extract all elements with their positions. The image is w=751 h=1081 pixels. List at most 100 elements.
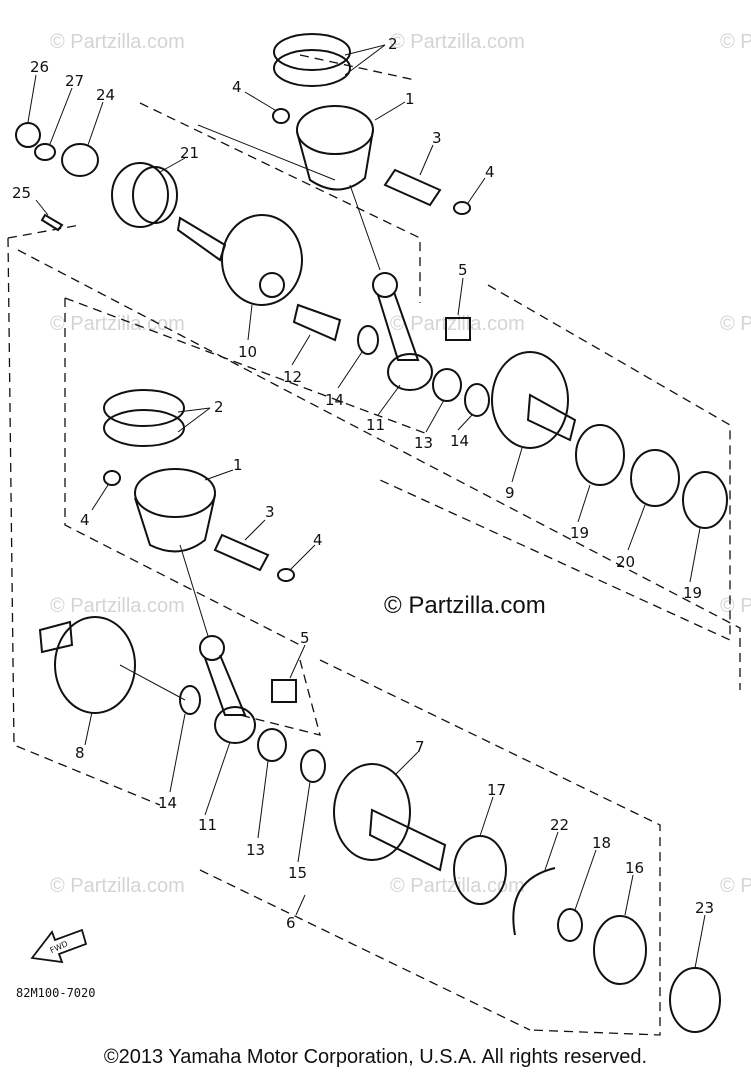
crank-web [221, 214, 303, 306]
labyrinth-seal [630, 449, 680, 507]
bearing [593, 915, 647, 985]
bearing [575, 424, 625, 486]
piston-ring [103, 389, 185, 427]
piston [134, 468, 216, 518]
bearing [682, 471, 728, 529]
thrust-washer [300, 749, 326, 783]
callout: 11 [366, 416, 385, 434]
callout: 5 [458, 261, 468, 279]
thrust-washer [357, 325, 379, 355]
callout: 1 [233, 456, 243, 474]
callout: 18 [592, 834, 611, 852]
needle-bearing [271, 679, 297, 703]
connecting-rod [377, 291, 420, 361]
watermark: © Partzilla.com [720, 313, 751, 335]
callout: 4 [313, 531, 323, 549]
callout: 14 [450, 432, 469, 450]
upper-assembly [15, 33, 728, 529]
piston-ring [273, 33, 351, 71]
callout: 14 [158, 794, 177, 812]
callout: 20 [616, 553, 635, 571]
woodruff-key [40, 213, 64, 232]
callout: 25 [12, 184, 31, 202]
circlip [512, 867, 556, 936]
callout: 3 [265, 503, 275, 521]
callout: 15 [288, 864, 307, 882]
watermark: © Partzilla.com [390, 31, 525, 53]
callout: 7 [415, 738, 425, 756]
callout: 16 [625, 859, 644, 877]
crank-web [333, 763, 411, 861]
callout: 6 [286, 914, 296, 932]
watermark-grid: © Partzilla.com © Partzilla.com © Partzi… [50, 31, 751, 897]
fwd-arrow-icon: FWD [30, 928, 88, 964]
thrust-washer [464, 383, 490, 417]
callout: 4 [485, 163, 495, 181]
diagram-code: 82M100-7020 [16, 986, 96, 1000]
circlip [103, 470, 121, 486]
connecting-rod [204, 654, 247, 716]
oil-seal [669, 967, 721, 1033]
piston-pin [383, 168, 442, 207]
thrust-washer [179, 685, 201, 715]
piston-pin [213, 533, 270, 572]
callout: 26 [30, 58, 49, 76]
callout: 5 [300, 629, 310, 647]
copyright-footer: ©2013 Yamaha Motor Corporation, U.S.A. A… [103, 1046, 648, 1068]
oil-seal [61, 143, 99, 177]
callout: 19 [570, 524, 589, 542]
watermark: © Partzilla.com [50, 313, 185, 335]
watermark: © Partzilla.com [720, 31, 751, 53]
callout: 21 [180, 144, 199, 162]
piston-ring [273, 49, 351, 87]
callout: 1 [405, 90, 415, 108]
watermark: © Partzilla.com [390, 313, 525, 335]
callout: 4 [80, 511, 90, 529]
callout: 3 [432, 129, 442, 147]
callout: 12 [283, 368, 302, 386]
circlip [277, 568, 295, 582]
watermark: © Partzilla.com [720, 595, 751, 617]
callout-labels: 26 27 24 21 2 4 1 3 4 25 10 12 5 14 11 1… [12, 35, 714, 932]
lower-assembly [38, 389, 721, 1033]
crank-web [54, 616, 136, 714]
piston-ring [103, 409, 185, 447]
small-end [372, 272, 398, 298]
callout: 27 [65, 72, 84, 90]
callout: 11 [198, 816, 217, 834]
piston [296, 105, 374, 155]
small-end [199, 635, 225, 661]
watermark: © Partzilla.com [50, 875, 185, 897]
callout: 8 [75, 744, 85, 762]
callout: 10 [238, 343, 257, 361]
callout: 22 [550, 816, 569, 834]
callout: 4 [232, 78, 242, 96]
watermark: © Partzilla.com [720, 875, 751, 897]
watermark: © Partzilla.com [50, 595, 185, 617]
needle-bearing [432, 368, 462, 402]
crank-pin [292, 303, 342, 342]
leader-lines [27, 44, 706, 969]
callout: 23 [695, 899, 714, 917]
washer [557, 908, 583, 942]
callout: 13 [246, 841, 265, 859]
needle-bearing [445, 317, 471, 341]
callout: 9 [505, 484, 515, 502]
nut [15, 122, 41, 148]
partzilla-watermark: © Partzilla.com [384, 592, 546, 619]
bearing [111, 162, 169, 228]
callout: 24 [96, 86, 115, 104]
circlip [272, 108, 290, 124]
crank-shaft-stub [176, 216, 227, 262]
needle-bearing [257, 728, 287, 762]
callout: 14 [325, 391, 344, 409]
callout: 2 [214, 398, 224, 416]
watermark: © Partzilla.com [50, 31, 185, 53]
circlip [453, 201, 471, 215]
crank-web [491, 351, 569, 449]
washer [34, 143, 56, 161]
callout: 19 [683, 584, 702, 602]
callout: 17 [487, 781, 506, 799]
callout: 2 [388, 35, 398, 53]
